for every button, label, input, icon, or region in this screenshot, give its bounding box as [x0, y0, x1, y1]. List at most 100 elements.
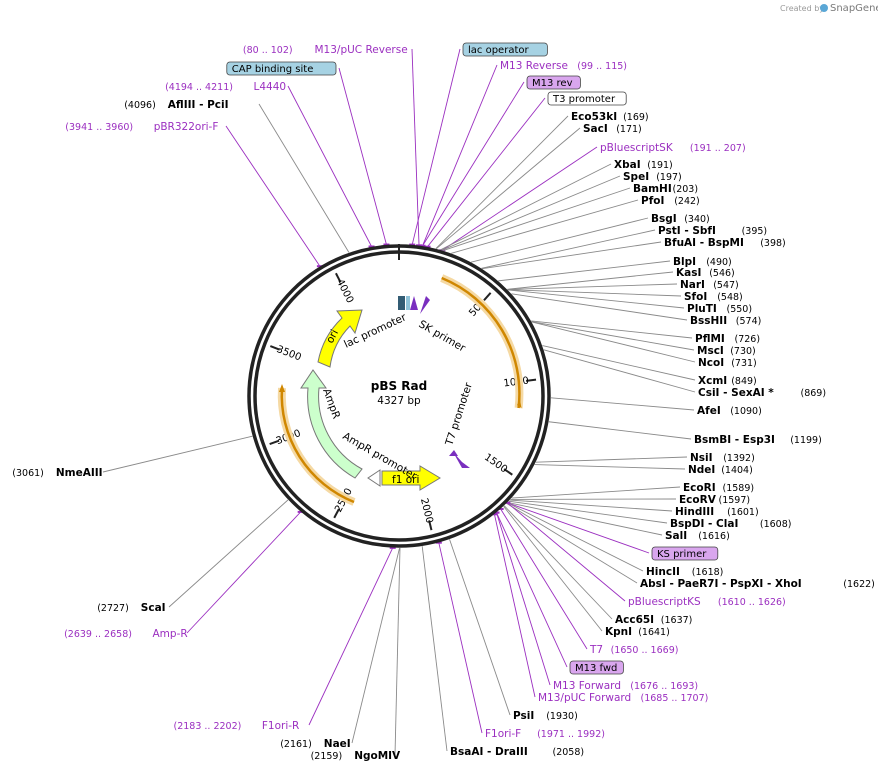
- label-name: PstI - SbfI: [658, 225, 716, 237]
- enzyme-site-label[interactable]: NmeAIII(3061): [12, 467, 102, 479]
- leader-line: [509, 499, 673, 512]
- t7-promoter-label: T7 promoter: [443, 381, 475, 448]
- label-name: SacI: [583, 123, 608, 135]
- enzyme-site-label[interactable]: BlpI(490): [673, 256, 732, 268]
- enzyme-site-label[interactable]: BamHI(203): [633, 183, 698, 195]
- orf-arc-top-arrow-icon: [517, 400, 522, 408]
- primer-feature-label[interactable]: L4440(4194 .. 4211): [165, 81, 286, 93]
- enzyme-site-label[interactable]: PsiI(1930): [513, 710, 578, 722]
- leader-line: [441, 175, 621, 251]
- primer-feature-label[interactable]: M13 Forward(1676 .. 1693): [553, 680, 698, 692]
- enzyme-site-label[interactable]: PstI - SbfI(395): [658, 225, 767, 237]
- enzyme-site-label[interactable]: PluTI(550): [687, 303, 752, 315]
- enzyme-site-label[interactable]: PflMI(726): [695, 333, 760, 345]
- enzyme-site-label[interactable]: EcoRV(1597): [679, 494, 750, 506]
- feature-box-label[interactable]: M13 fwd: [569, 660, 624, 675]
- snapgene-logo-icon: [820, 4, 828, 12]
- leader-line: [507, 289, 682, 297]
- enzyme-site-label[interactable]: SfoI(548): [684, 291, 743, 303]
- primer-feature-label[interactable]: M13/pUC Forward(1685 .. 1707): [538, 692, 708, 704]
- enzyme-site-label[interactable]: KpnI(1641): [605, 626, 670, 638]
- lac-operator-block: [406, 296, 410, 310]
- enzyme-site-label[interactable]: NcoI(731): [698, 357, 757, 369]
- enzyme-site-label[interactable]: NaeI(2161): [280, 738, 351, 750]
- credit-brand: SnapGene: [830, 3, 878, 14]
- leader-line: [506, 502, 626, 602]
- label-name: Eco53kI: [571, 111, 617, 123]
- enzyme-site-label[interactable]: XbaI(191): [614, 159, 673, 171]
- enzyme-site-label[interactable]: AbsI - PaeR7I - PspXI - XhoI(1622): [640, 578, 875, 590]
- primer-feature-label[interactable]: pBR322ori-F(3941 .. 3960): [65, 121, 218, 133]
- enzyme-site-label[interactable]: HincII(1618): [646, 566, 723, 578]
- leader-line: [442, 146, 598, 251]
- enzyme-site-label[interactable]: SpeI(197): [623, 171, 682, 183]
- primer-feature-label[interactable]: M13 Reverse(99 .. 115): [500, 60, 627, 72]
- leader-line: [511, 486, 681, 499]
- enzyme-site-label[interactable]: BsmBI - Esp3I(1199): [694, 434, 822, 446]
- enzyme-site-label[interactable]: PfoI(242): [641, 195, 700, 207]
- primer-feature-label[interactable]: Amp-R(2639 .. 2658): [64, 628, 188, 640]
- tick-label-2000: 2000: [418, 497, 435, 524]
- leader-line: [542, 345, 696, 381]
- enzyme-site-label[interactable]: Acc65I(1637): [615, 614, 692, 626]
- label-position: (242): [674, 196, 700, 207]
- primer-feature-label[interactable]: pBluescriptKS(1610 .. 1626): [628, 596, 786, 608]
- leader-line: [507, 271, 674, 290]
- label-name: XbaI: [614, 159, 641, 171]
- enzyme-site-label[interactable]: Eco53kI(169): [571, 111, 649, 123]
- label-position: (203): [673, 184, 699, 195]
- enzyme-site-label[interactable]: BfuAI - BspMI (398): [664, 237, 786, 249]
- feature-box-label[interactable]: CAP binding site: [226, 61, 337, 76]
- enzyme-site-label[interactable]: SalI(1616): [665, 530, 730, 542]
- enzyme-site-label[interactable]: KasI(546): [676, 267, 735, 279]
- label-position: (1676 .. 1693): [630, 681, 698, 692]
- enzyme-site-label[interactable]: BsgI(340): [651, 213, 710, 225]
- feature-box-label[interactable]: M13 rev: [526, 75, 581, 90]
- primer-feature-label[interactable]: T7(1650 .. 1669): [589, 644, 678, 656]
- feature-box-text: T3 promoter: [552, 94, 616, 105]
- lac-promoter-block: [398, 296, 405, 310]
- enzyme-site-label[interactable]: BssHII(574): [690, 315, 761, 327]
- leader-line: [503, 505, 613, 620]
- feature-box-bg: [462, 42, 548, 57]
- tick-mark-500: [483, 292, 492, 301]
- enzyme-site-label[interactable]: SacI(171): [583, 123, 642, 135]
- enzyme-site-label[interactable]: CsiI - SexAI *(869): [698, 387, 826, 399]
- enzyme-site-label[interactable]: NarI(547): [680, 279, 739, 291]
- label-name: BamHI: [633, 183, 672, 195]
- label-position: (1597): [719, 495, 751, 506]
- orf-arc-left: [280, 387, 355, 504]
- leader-line: [503, 506, 603, 632]
- feature-box-label[interactable]: KS primer: [651, 546, 719, 561]
- primer-feature-label[interactable]: F1ori-F(1971 .. 1992): [485, 728, 605, 740]
- label-position: (1637): [661, 615, 693, 626]
- enzyme-site-label[interactable]: ScaI(2727): [97, 602, 165, 614]
- enzyme-site-label[interactable]: AflIII - PciI(4096): [124, 99, 228, 111]
- label-name: KpnI: [605, 626, 632, 638]
- label-name: PflMI: [695, 333, 725, 345]
- enzyme-site-label[interactable]: NsiI(1392): [690, 452, 755, 464]
- enzyme-site-label[interactable]: AfeI(1090): [697, 405, 762, 417]
- enzyme-site-label[interactable]: BspDI - ClaI(1608): [670, 518, 791, 530]
- primer-feature-label[interactable]: pBluescriptSK(191 .. 207): [600, 142, 746, 154]
- enzyme-site-label[interactable]: HindIII(1601): [675, 506, 759, 518]
- orf-arc-left-arrow-icon: [279, 384, 285, 392]
- leader-line: [411, 48, 420, 246]
- leader-line: [531, 320, 693, 339]
- label-position: (398): [760, 238, 786, 249]
- enzyme-site-label[interactable]: EcoRI(1589): [683, 482, 754, 494]
- label-position: (1392): [723, 453, 755, 464]
- feature-box-label[interactable]: T3 promoter: [547, 91, 627, 106]
- label-name: BsgI: [651, 213, 677, 225]
- enzyme-site-label[interactable]: BsaAI - DraIII(2058): [450, 746, 584, 758]
- feature-box-label[interactable]: lac operator: [462, 42, 548, 57]
- label-name: BssHII: [690, 315, 727, 327]
- primer-feature-label[interactable]: F1ori-R(2183 .. 2202): [174, 720, 300, 732]
- label-position: (1404): [721, 465, 753, 476]
- label-name: BfuAI - BspMI: [664, 237, 744, 249]
- enzyme-site-label[interactable]: NdeI(1404): [688, 464, 753, 476]
- primer-feature-label[interactable]: M13/pUC Reverse(80 .. 102): [243, 44, 408, 56]
- enzyme-site-label[interactable]: MscI(730): [697, 345, 756, 357]
- enzyme-site-label[interactable]: NgoMIV(2159): [311, 750, 401, 762]
- enzyme-site-label[interactable]: XcmI(849): [698, 375, 757, 387]
